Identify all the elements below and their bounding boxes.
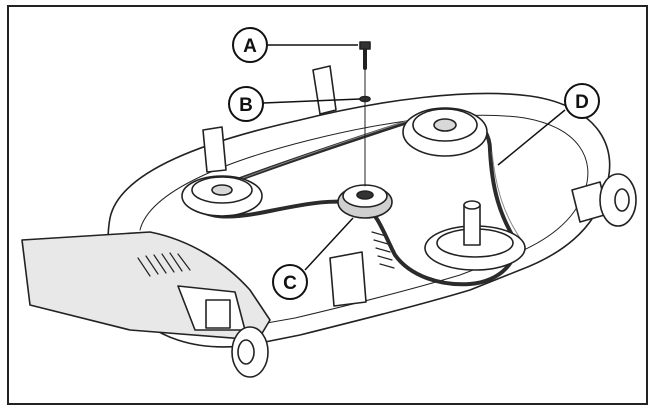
callout-d-label: D <box>575 92 589 113</box>
callout-b-label: B <box>239 95 253 116</box>
callout-c-label: C <box>283 273 297 294</box>
drive-spindle-shaft <box>463 204 481 246</box>
callout-a-label: A <box>243 36 257 57</box>
rear-bracket-left <box>202 126 227 173</box>
callout-b-leader <box>262 98 361 104</box>
left-pulley-hub <box>211 184 233 196</box>
left-wheel-hub <box>237 339 255 365</box>
callout-c-circle <box>272 264 308 300</box>
callout-a-circle <box>232 27 268 63</box>
deck-inner-rim <box>139 114 589 327</box>
rear-bracket-arm <box>312 65 337 115</box>
callout-b-circle <box>228 86 264 122</box>
right-wheel-hub <box>614 188 630 212</box>
chute-fins <box>137 252 191 277</box>
front-spring <box>371 231 395 269</box>
callout-d-circle <box>564 83 600 119</box>
front-plate <box>329 251 367 307</box>
right-pulley-hub <box>433 118 457 132</box>
bracket-plate <box>205 299 231 329</box>
spindle-cap <box>463 200 481 210</box>
idler-pulley-center <box>356 190 374 200</box>
bolt-head <box>359 41 371 50</box>
callout-c-leader <box>304 217 354 271</box>
callout-d-leader <box>497 109 566 166</box>
